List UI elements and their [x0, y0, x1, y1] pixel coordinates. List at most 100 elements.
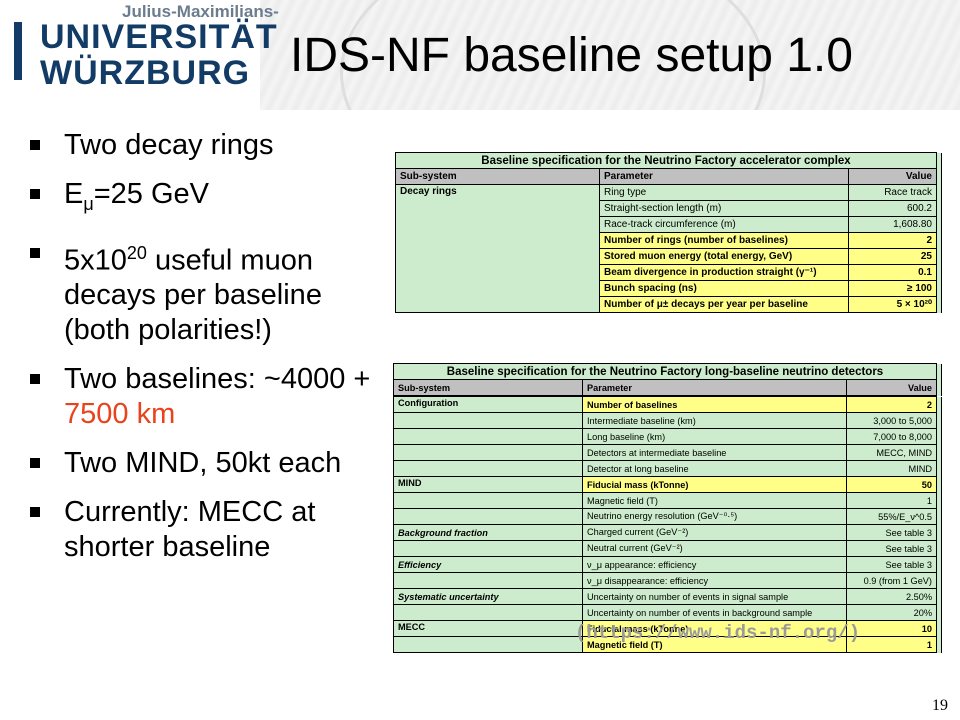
detector-spec-table: Baseline specification for the Neutrino …: [393, 363, 942, 653]
subsystem-cell: [393, 460, 583, 477]
param-cell: ν_μ disappearance: efficiency: [582, 572, 847, 589]
bullet-text: useful muon decays per baseline (both po…: [64, 244, 322, 347]
param-cell: Uncertainty on number of events in signa…: [582, 588, 847, 605]
bullet-highlight: 7500 km: [64, 398, 176, 431]
param-cell: ν_μ appearance: efficiency: [582, 556, 847, 573]
value-cell: 55%/E_ν^0.5: [846, 508, 937, 525]
bullet-text: =25 GeV: [93, 178, 209, 210]
university-seal-background: [260, 0, 960, 110]
value-cell: 3,000 to 5,000: [846, 412, 937, 429]
subsystem-cell: Configuration: [393, 396, 583, 413]
bullet-item: Eμ=25 GeV: [30, 177, 375, 222]
table-caption: Baseline specification for the Neutrino …: [395, 152, 937, 169]
table-edge: [936, 412, 942, 429]
bullet-marker-icon: [30, 140, 40, 150]
bullet-list: Two decay rings Eμ=25 GeV 5x1020 useful …: [30, 128, 375, 579]
param-cell: Race-track circumference (m): [599, 216, 849, 233]
subsystem-cell: [393, 412, 583, 429]
source-url[interactable]: (https://www.ids-nf.org/): [575, 622, 861, 644]
table-edge: [936, 460, 942, 477]
param-cell: Beam divergence in production straight (…: [599, 264, 849, 281]
param-cell: Detector at long baseline: [582, 460, 847, 477]
param-cell: Number of rings (number of baselines): [599, 232, 849, 249]
table-edge: [936, 476, 942, 493]
accelerator-spec-table: Baseline specification for the Neutrino …: [395, 152, 942, 313]
page-number: 19: [932, 697, 948, 714]
param-cell: Fiducial mass (kTonne): [582, 476, 847, 493]
value-cell: 2: [848, 232, 937, 249]
param-cell: Neutral current (GeV⁻²): [582, 540, 847, 557]
table-edge: [936, 604, 942, 621]
column-header: Parameter: [599, 168, 849, 185]
param-cell: Bunch spacing (ns): [599, 280, 849, 297]
logo-line-1: UNIVERSITÄT: [40, 18, 278, 56]
bullet-text: E: [64, 178, 84, 210]
table-edge: [936, 556, 942, 573]
value-cell: 2.50%: [846, 588, 937, 605]
column-header: Parameter: [582, 379, 847, 396]
table-edge: [936, 280, 942, 297]
table-edge: [936, 232, 942, 249]
table-row: Neutrino energy resolution (GeV⁻⁰·⁵)55%/…: [393, 508, 942, 525]
bullet-text: Currently: MECC at shorter baseline: [64, 496, 316, 564]
table-edge: [936, 152, 942, 169]
bullet-marker-icon: [30, 189, 40, 199]
value-cell: 25: [848, 248, 937, 265]
value-cell: 50: [846, 476, 937, 493]
bullet-marker-icon: [30, 374, 40, 385]
column-header: Sub-system: [393, 379, 583, 396]
subsystem-cell: Systematic uncertainty: [393, 588, 583, 605]
table-edge: [936, 508, 942, 525]
table-edge: [936, 248, 942, 265]
table-row: Beam divergence in production straight (…: [396, 264, 942, 281]
value-cell: 0.9 (from 1 GeV): [846, 572, 937, 589]
param-cell: Number of baselines: [582, 396, 847, 413]
subsystem-cell: [393, 636, 583, 653]
table-edge: [936, 620, 942, 637]
value-cell: 20%: [846, 604, 937, 621]
table-edge: [936, 264, 942, 281]
param-cell: Fiducial mass (kTonne): [582, 620, 847, 637]
table-edge: [936, 396, 942, 413]
table-row: Uncertainty on number of events in backg…: [393, 604, 942, 621]
value-cell: 1: [846, 636, 937, 653]
table-edge: [936, 540, 942, 557]
value-cell: 2: [846, 396, 937, 413]
bullet-item: Two decay rings: [30, 128, 375, 163]
table-edge: [936, 428, 942, 445]
bullet-text: Two MIND, 50kt each: [64, 447, 342, 480]
subsystem-cell: MECC: [393, 620, 583, 637]
bullet-item: 5x1020 useful muon decays per baseline (…: [30, 236, 375, 349]
value-cell: ≥ 100: [848, 280, 937, 297]
table-edge: [936, 524, 942, 541]
value-cell: 1: [846, 492, 937, 509]
subsystem-cell: Decay rings: [395, 184, 600, 313]
param-cell: Stored muon energy (total energy, GeV): [599, 248, 849, 265]
param-cell: Number of μ± decays per year per baselin…: [599, 296, 849, 313]
table-edge: [936, 296, 942, 313]
table-row: Magnetic field (T)1: [393, 636, 942, 653]
value-cell: MIND: [846, 460, 937, 477]
bullet-text: Two baselines: ~4000 +: [64, 363, 371, 396]
table-row: Neutral current (GeV⁻²)See table 3: [393, 540, 942, 557]
table-caption: Baseline specification for the Neutrino …: [393, 363, 937, 380]
value-cell: See table 3: [846, 524, 937, 541]
subsystem-cell: [393, 444, 583, 461]
subsystem-cell: [393, 508, 583, 525]
bullet-marker-icon: [30, 507, 40, 518]
table-row: Intermediate baseline (km)3,000 to 5,000: [393, 412, 942, 429]
subsystem-cell: [393, 604, 583, 621]
bullet-superscript: 20: [126, 242, 147, 263]
subsystem-cell: MIND: [393, 476, 583, 493]
slide-title: IDS-NF baseline setup 1.0: [290, 29, 853, 82]
value-cell: Race track: [848, 184, 937, 201]
value-cell: MECC, MIND: [846, 444, 937, 461]
value-cell: 0.1: [848, 264, 937, 281]
